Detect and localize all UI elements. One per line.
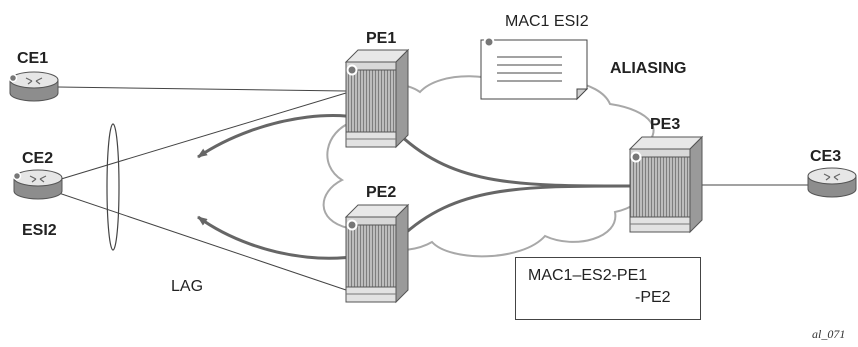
pe2-label: PE2 [366, 184, 397, 201]
ce1-label: CE1 [17, 50, 49, 67]
ce2-router-icon[interactable] [12, 169, 63, 200]
pe3-router-icon[interactable] [628, 135, 704, 234]
lag-ellipse [106, 123, 120, 251]
pe1-label: PE1 [366, 30, 397, 47]
ce2-label: CE2 [22, 150, 54, 167]
ce3-label: CE3 [810, 148, 842, 165]
mac-message-label: MAC1 ESI2 [505, 13, 589, 30]
esi-label: ESI2 [22, 222, 57, 239]
ce3-router-icon[interactable] [807, 167, 857, 198]
pe2-router-icon[interactable] [344, 203, 410, 304]
mac-table-line-2: -PE2 [635, 289, 671, 306]
ce1-router-icon[interactable] [8, 71, 59, 102]
link-ce1-pe1 [57, 86, 347, 92]
lag-label: LAG [171, 278, 204, 295]
pe1-router-icon[interactable] [344, 48, 410, 149]
aliasing-label: ALIASING [610, 60, 687, 77]
mac-route-document-icon [480, 36, 589, 101]
mac-table-box: MAC1–ES2-PE1 -PE2 [515, 257, 701, 320]
pe3-label: PE3 [650, 116, 681, 133]
mac-table-line-1: MAC1–ES2-PE1 [528, 267, 648, 284]
figure-id: al_071 [812, 327, 846, 341]
link-ce2-pe2 [37, 185, 347, 291]
link-ce2-pe1 [37, 92, 347, 187]
